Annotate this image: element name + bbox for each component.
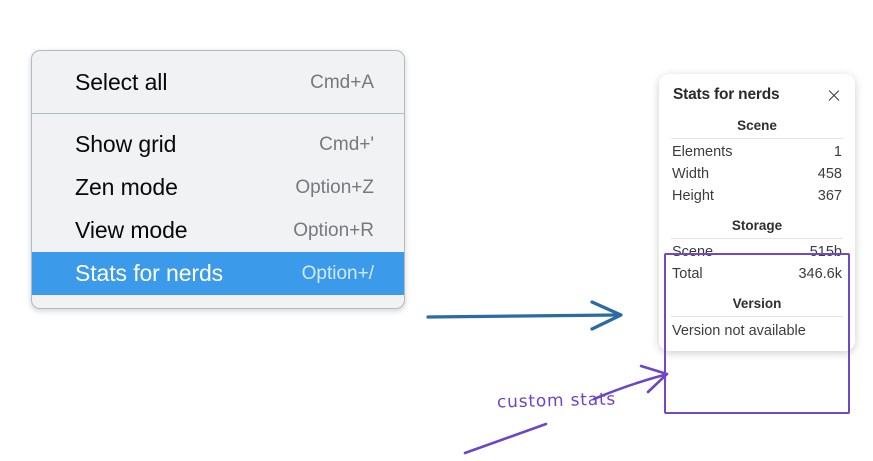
row-value: 367 (817, 188, 842, 204)
row-key: Elements (672, 144, 733, 160)
stats-panel-header: Stats for nerds (659, 86, 855, 104)
stats-row-height: Height 367 (659, 185, 855, 207)
row-key: Height (672, 188, 714, 204)
version-value: Version not available (672, 323, 806, 339)
row-key: Scene (672, 244, 714, 260)
stats-row-elements: Elements 1 (659, 141, 855, 163)
section-rule (671, 138, 843, 139)
stats-section-scene: Scene Elements 1 Width 458 Height 367 (659, 116, 855, 207)
section-title: Storage (731, 218, 783, 233)
stats-section-storage: Storage Scene 515b Total 346.6k (659, 216, 855, 285)
purple-underline-stroke (463, 422, 548, 455)
menu-item-label: Show grid (75, 131, 177, 157)
menu-item-label: Zen mode (75, 174, 178, 200)
section-rule (671, 238, 843, 239)
stats-row-scene-storage: Scene 515b (659, 241, 855, 263)
section-rule (671, 316, 843, 317)
menu-item-shortcut: Option+/ (301, 262, 374, 284)
row-value: 515b (809, 244, 842, 260)
row-value: 1 (833, 144, 842, 160)
row-key: Width (672, 166, 710, 182)
menu-item-zen-mode[interactable]: Zen mode Option+Z (32, 166, 404, 209)
menu-divider (32, 113, 404, 114)
row-key: Total (672, 266, 703, 282)
custom-stats-annotation-label: custom stats (496, 389, 617, 413)
row-value: 346.6k (798, 266, 842, 282)
menu-item-shortcut: Cmd+A (310, 71, 374, 93)
stats-for-nerds-panel: Stats for nerds Scene Elements 1 Width 4… (659, 74, 855, 351)
stats-panel-title: Stats for nerds (673, 86, 780, 103)
canvas-context-menu[interactable]: Select all Cmd+A Show grid Cmd+' Zen mod… (31, 50, 405, 309)
stats-section-version: Version Version not available (659, 294, 855, 341)
section-title: Version (732, 296, 782, 311)
section-title: Scene (737, 118, 777, 133)
menu-item-label: Select all (75, 69, 168, 95)
menu-item-select-all[interactable]: Select all Cmd+A (32, 61, 404, 104)
menu-item-stats-for-nerds[interactable]: Stats for nerds Option+/ (32, 252, 404, 295)
menu-item-label: Stats for nerds (75, 260, 224, 286)
stats-row-total-storage: Total 346.6k (659, 263, 855, 285)
row-value: 458 (817, 166, 842, 182)
menu-item-label: View mode (75, 217, 188, 243)
menu-item-shortcut: Option+R (293, 219, 374, 241)
blue-arrow (426, 300, 623, 331)
menu-item-shortcut: Option+Z (295, 176, 374, 198)
menu-group-1: Select all Cmd+A (32, 51, 404, 113)
menu-group-2: Show grid Cmd+' Zen mode Option+Z View m… (32, 114, 404, 308)
menu-item-shortcut: Cmd+' (319, 133, 374, 155)
stats-row-width: Width 458 (659, 163, 855, 185)
menu-item-show-grid[interactable]: Show grid Cmd+' (32, 123, 404, 166)
close-icon[interactable] (826, 87, 842, 103)
menu-item-view-mode[interactable]: View mode Option+R (32, 209, 404, 252)
